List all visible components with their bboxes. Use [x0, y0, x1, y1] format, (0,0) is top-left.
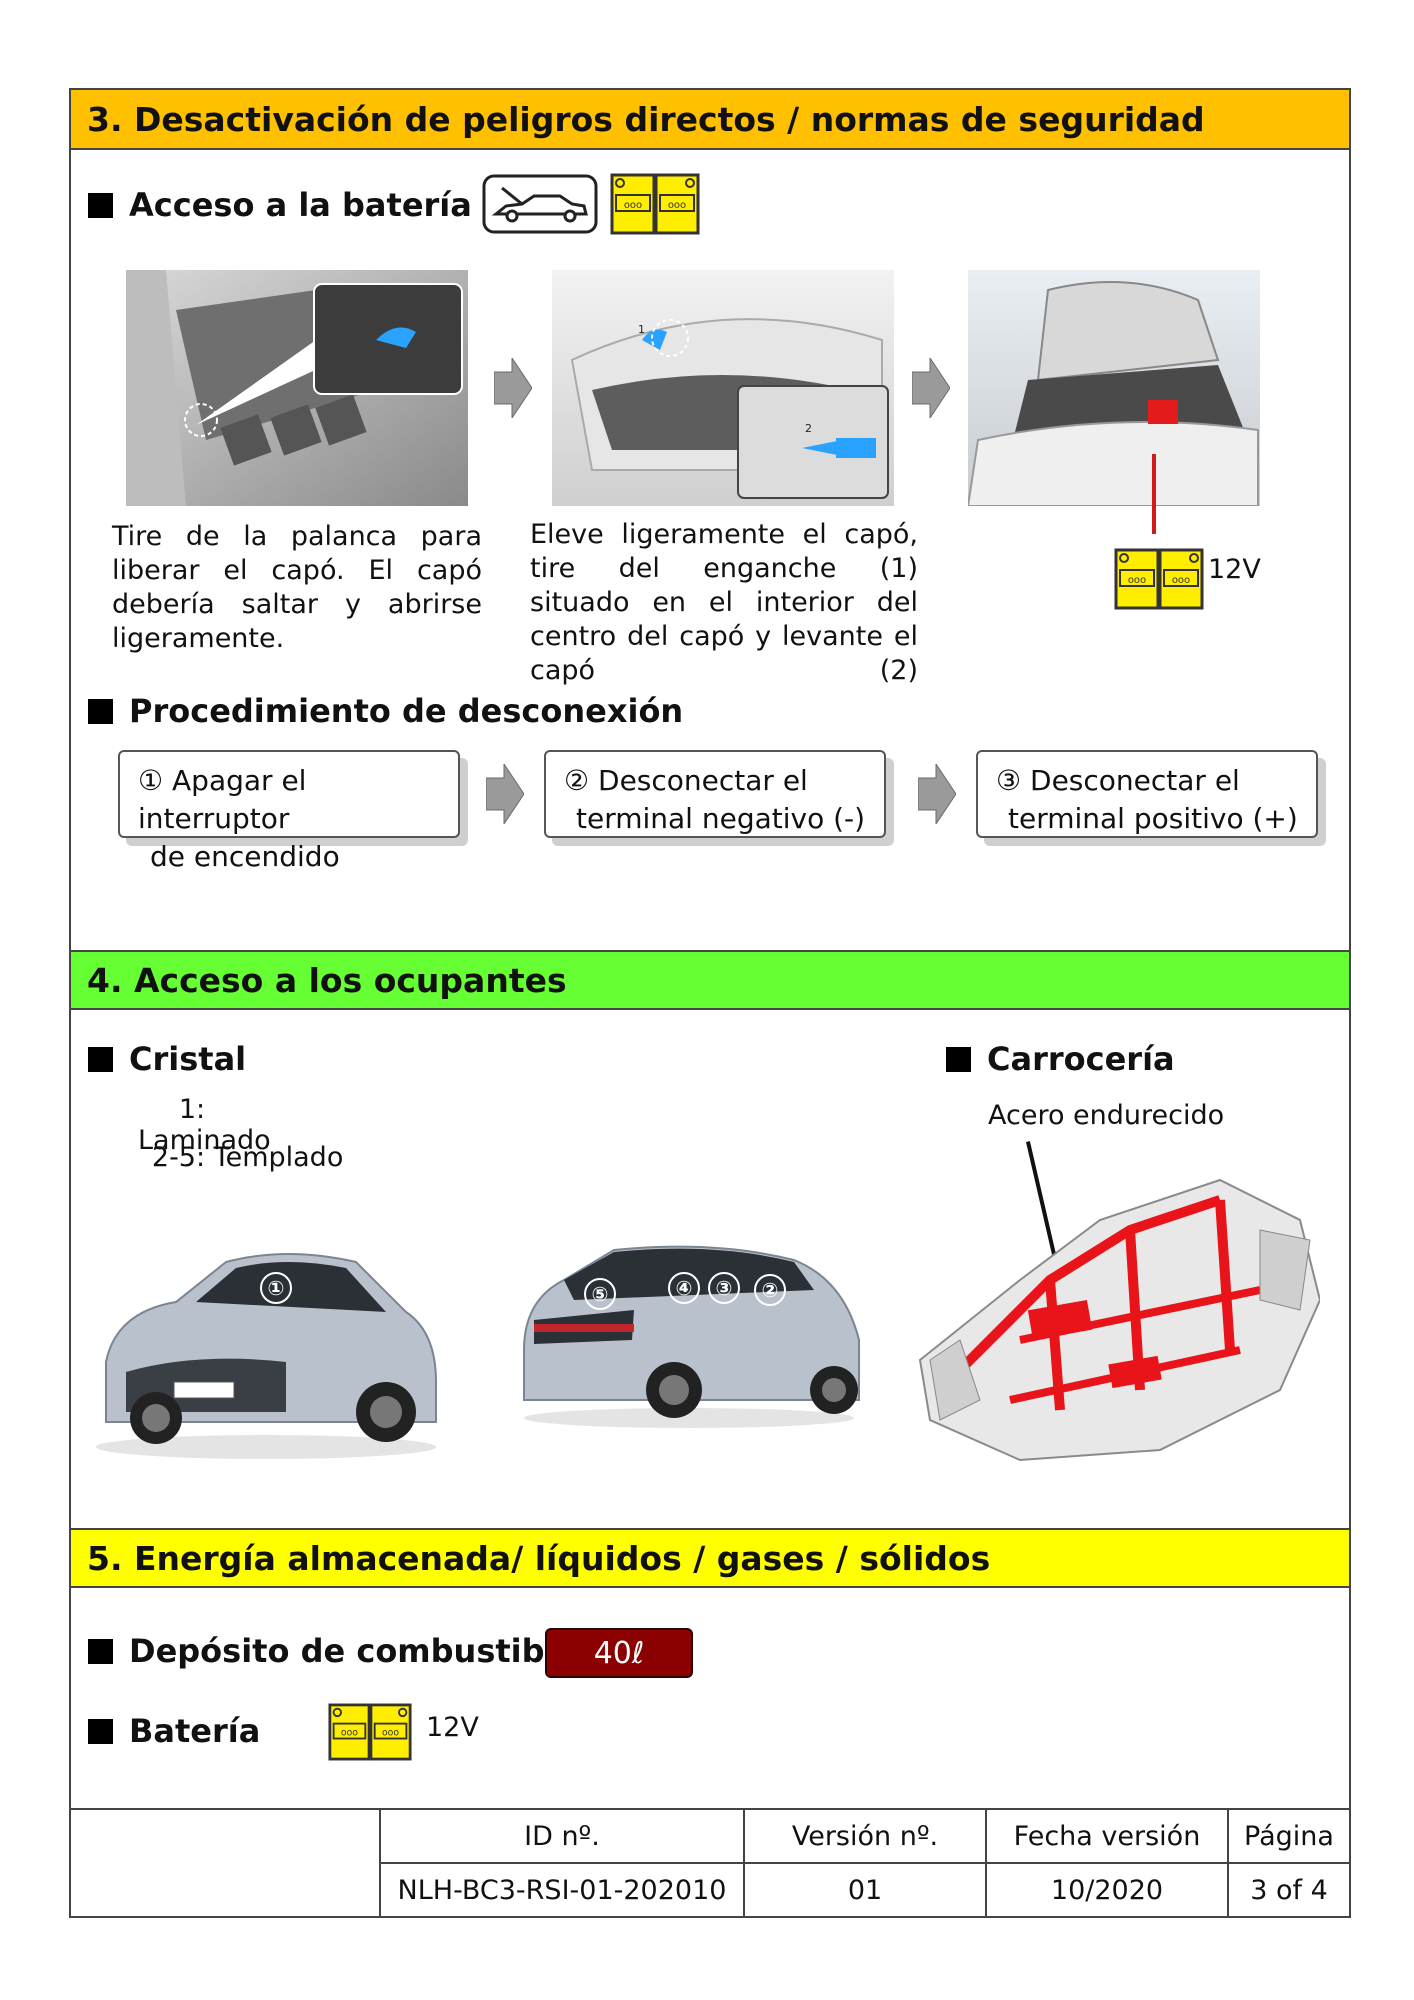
- square-bullet-icon: [88, 1718, 113, 1744]
- disconnect-title: Procedimiento de desconexión: [129, 692, 684, 730]
- footer-blank-cell: [69, 1808, 381, 1918]
- footer-value-page: 3 of 4: [1227, 1862, 1351, 1918]
- battery-heading: Batería: [88, 1712, 260, 1750]
- glass-title: Cristal: [129, 1040, 247, 1078]
- step-number: ②: [564, 764, 590, 797]
- section-4-header: 4. Acceso a los ocupantes: [69, 950, 1351, 1010]
- glass-item-value: : Laminado: [138, 1094, 271, 1156]
- section-3-header: 3. Desactivación de peligros directos / …: [69, 88, 1351, 150]
- glass-heading: Cristal: [88, 1040, 246, 1078]
- battery-voltage-value: 12V: [426, 1712, 479, 1743]
- footer-header-id: ID nº.: [379, 1808, 745, 1864]
- svg-text:ooo: ooo: [1172, 575, 1190, 586]
- footer-header-version: Versión nº.: [743, 1808, 987, 1864]
- car-rear-view: ⑤ ④ ③ ②: [514, 1240, 864, 1430]
- glass-marker-rear-window: ⑤: [584, 1278, 616, 1310]
- svg-text:ooo: ooo: [668, 200, 686, 211]
- body-structure-diagram: [900, 1160, 1320, 1466]
- step-number: ③: [996, 764, 1022, 797]
- glass-item-tempered: 2-5: Templado: [138, 1142, 358, 1173]
- glass-item-key: 1: [178, 1094, 196, 1125]
- square-bullet-icon: [88, 1046, 113, 1072]
- glass-item-key: 2-5: [151, 1142, 196, 1173]
- step-line1: Apagar el interruptor: [138, 764, 307, 835]
- square-bullet-icon: [88, 1638, 113, 1664]
- fuel-capacity-badge: 40ℓ: [545, 1628, 693, 1678]
- step-text-release-lever: Tire de la palanca para liberar el capó.…: [112, 521, 482, 654]
- arrow-right-icon: [494, 358, 532, 418]
- disconnect-step-2: ② Desconectar el terminal negativo (-): [544, 750, 886, 838]
- body-title: Carrocería: [987, 1040, 1175, 1078]
- section-5-header: 5. Energía almacenada/ líquidos / gases …: [69, 1528, 1351, 1588]
- engine-bay-photo: [968, 270, 1260, 506]
- section-3-title: 3. Desactivación de peligros directos / …: [87, 99, 1205, 139]
- square-bullet-icon: [946, 1046, 971, 1072]
- footer-value-id: NLH-BC3-RSI-01-202010: [379, 1862, 745, 1918]
- section-4-title: 4. Acceso a los ocupantes: [87, 960, 567, 1000]
- svg-text:ooo: ooo: [382, 1728, 399, 1739]
- disconnect-step-1: ① Apagar el interruptor de encendido: [118, 750, 460, 873]
- glass-item-laminated: 1: Laminado: [138, 1094, 338, 1156]
- square-bullet-icon: [88, 698, 113, 724]
- arrow-right-icon: [912, 358, 950, 418]
- glass-item-value: : Templado: [196, 1142, 344, 1173]
- arrow-right-icon: [486, 764, 524, 824]
- battery-title: Batería: [129, 1712, 261, 1750]
- square-bullet-icon: [88, 192, 113, 218]
- hood-open-icon: [482, 174, 598, 234]
- glass-marker-side-2: ②: [754, 1274, 786, 1306]
- battery-voltage-label: 12V: [1208, 554, 1261, 585]
- step-line2: terminal negativo (-): [576, 802, 866, 835]
- footer-header-date: Fecha versión: [985, 1808, 1229, 1864]
- step-line1: Desconectar el: [1030, 764, 1240, 797]
- footer-header-page: Página: [1227, 1808, 1351, 1864]
- battery-access-title: Acceso a la batería: [129, 186, 472, 224]
- car-front-view: ①: [86, 1232, 446, 1462]
- battery-access-heading: Acceso a la batería: [88, 186, 472, 224]
- disconnect-heading: Procedimiento de desconexión: [88, 692, 683, 730]
- battery-pointer-line: [1152, 454, 1156, 534]
- interior-lever-photo: [126, 270, 468, 506]
- step-text-lift-hood: Eleve ligeramente el capó, tire del enga…: [530, 519, 918, 686]
- step-line1: Desconectar el: [598, 764, 808, 797]
- document-footer-table: ID nº. Versión nº. Fecha versión Página …: [69, 1808, 1351, 1918]
- glass-marker-side-3: ③: [708, 1272, 740, 1304]
- svg-text:ooo: ooo: [341, 1728, 358, 1739]
- fuel-tank-heading: Depósito de combustible: [88, 1632, 577, 1670]
- disconnect-step-3: ③ Desconectar el terminal positivo (+): [976, 750, 1318, 838]
- arrow-right-icon: [918, 764, 956, 824]
- hood-latch-photo: 1 2: [552, 270, 894, 506]
- footer-value-version: 01: [743, 1862, 987, 1918]
- latch-inset-label-1: 1: [638, 323, 645, 336]
- latch-inset-label-2: 2: [805, 422, 812, 435]
- step-line2: terminal positivo (+): [1008, 802, 1298, 835]
- battery-icon: ooo ooo: [610, 173, 700, 235]
- hardened-steel-label: Acero endurecido: [988, 1100, 1225, 1131]
- section-5-title: 5. Energía almacenada/ líquidos / gases …: [87, 1538, 991, 1578]
- body-heading: Carrocería: [946, 1040, 1175, 1078]
- fuel-tank-title: Depósito de combustible: [129, 1632, 578, 1670]
- glass-marker-side-4: ④: [668, 1272, 700, 1304]
- svg-text:ooo: ooo: [624, 200, 642, 211]
- svg-text:ooo: ooo: [1128, 575, 1146, 586]
- footer-value-date: 10/2020: [985, 1862, 1229, 1918]
- battery-icon: ooo ooo: [328, 1703, 412, 1761]
- battery-icon: ooo ooo: [1114, 548, 1204, 610]
- glass-marker-windshield: ①: [260, 1272, 292, 1304]
- step-number: ①: [138, 764, 164, 797]
- step-line2: de encendido: [150, 840, 340, 873]
